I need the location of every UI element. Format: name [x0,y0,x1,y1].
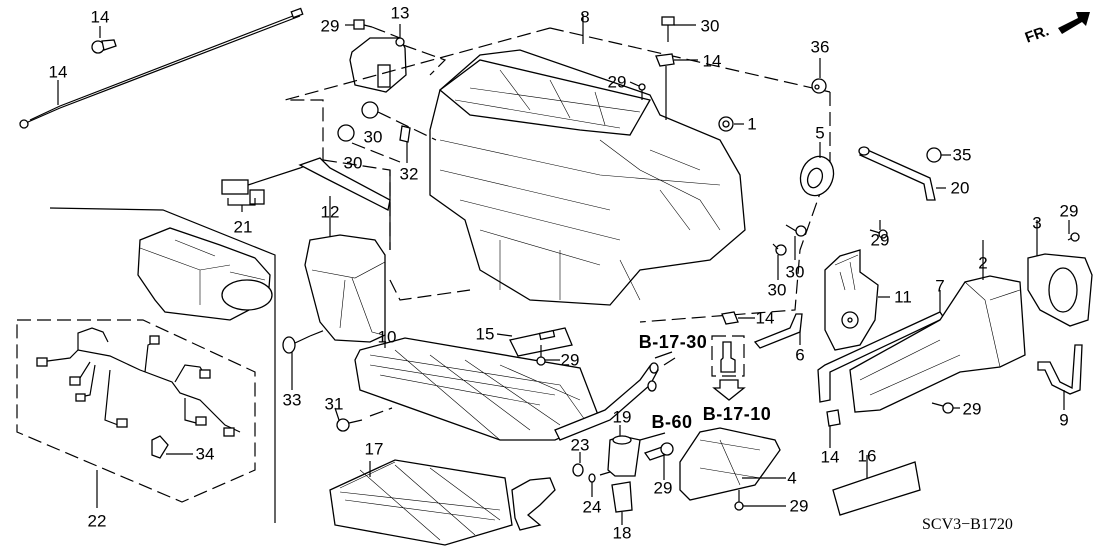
seal-part-5 [799,142,835,197]
callout-29-duct: 29 [962,399,982,419]
callout-23: 21 [233,217,253,237]
callout-26: 24 [582,497,602,517]
rail-part-7 [817,290,945,403]
clip-part-14-top [655,53,698,120]
grommet-part-1 [718,116,744,132]
reference-b-17-30[interactable]: B-17-30 [638,332,708,352]
callout-29-plate: 29 [560,350,580,370]
callout-16: 14 [90,7,110,27]
callout-29-actuator: 29 [870,230,890,250]
callout-27: 29 [320,16,340,36]
callout-30-c: 30 [785,262,805,282]
grommet-part-16 [91,26,117,54]
callout-11: 11 [894,287,912,307]
heater-housing-part-8 [429,49,746,306]
callout-9: 9 [1059,410,1069,430]
callout-19: 17 [364,439,384,459]
callout-29-housing: 29 [607,72,627,92]
clip-part-30-right [772,224,807,280]
diagram-code: SCV3−B1720 [922,516,1013,533]
callout-2: 2 [978,253,988,273]
harness-box-part-24 [16,319,256,508]
bracket-part-9 [1037,344,1083,410]
callout-1: 1 [747,114,757,134]
callout-34: 34 [195,444,215,464]
callout-24: 22 [87,511,107,531]
callout-7: 7 [935,276,945,296]
screw-part-29-housing [629,81,646,100]
duct-part-12 [304,196,386,343]
reference-b-60[interactable]: B-60 [651,412,693,432]
callout-29-bottom: 29 [789,496,809,516]
screw-part-29-duct [931,402,960,414]
clip-part-30-left [337,101,437,163]
callout-22: 20 [950,178,970,198]
callout-28: 29 [653,478,673,498]
bracket-part-6 [753,313,803,349]
screw-part-29-actuator [869,220,888,239]
callout-36: 36 [810,37,830,57]
clamp-part-35 [926,147,951,163]
cover-part-3 [1027,220,1093,327]
cable-part-15 [19,7,304,129]
callout-25: 23 [570,435,590,455]
plate-part-17 [496,327,573,357]
callout-6: 6 [795,345,805,365]
callout-20: 18 [612,523,632,543]
callout-12: 12 [320,202,340,222]
bolt-part-31-lower [334,407,393,432]
blower-part-unlabeled [137,227,273,321]
front-arrow-icon [1058,12,1090,34]
callout-18: 16 [857,446,877,466]
callout-35: 35 [952,145,972,165]
callout-15: 14 [48,62,68,82]
grommet-part-36 [811,58,827,94]
evaporator-part-19 [329,459,556,546]
oring-part-26 [588,473,596,497]
callout-14-mid: 14 [755,308,775,328]
callout-3: 3 [1032,213,1042,233]
callout-31-top: 30 [700,16,720,36]
bracket-part-4 [679,427,786,501]
callout-29-cover: 29 [1059,201,1079,221]
callout-21: 19 [612,407,632,427]
callout-30-b: 30 [343,153,363,173]
reference-b-17-10[interactable]: B-17-10 [702,404,772,424]
actuator-part-11 [824,249,890,351]
screw-part-27 [345,19,401,39]
callout-30-a: 30 [363,127,383,147]
pad-part-18 [832,455,921,516]
callout-17: 15 [475,324,495,344]
clip-part-20 [611,481,633,525]
oring-part-25 [572,452,584,477]
callout-5: 5 [815,123,825,143]
callout-14-low: 14 [820,447,840,467]
callout-13: 13 [390,3,410,23]
callout-4: 4 [787,468,797,488]
bolt-reference-box [654,335,746,401]
clip-part-14-low [826,409,841,448]
section-divider [49,170,391,523]
expansion-valve-part-21 [599,425,666,477]
clip-part-32 [399,125,411,163]
duct-part-2 [849,240,1026,413]
bolt-part-28 [643,442,674,480]
callout-33: 33 [282,390,302,410]
callout-8: 8 [580,7,590,27]
callout-31-lower: 31 [324,394,344,414]
screw-part-29-cover [1067,220,1080,242]
callout-10: 10 [377,327,397,347]
callout-14-top: 14 [702,51,722,71]
bolt-part-31 [661,16,696,42]
callout-32: 32 [399,164,419,184]
actuator-part-13 [349,24,407,93]
drain-hose-part-22 [858,146,946,201]
clip-part-14-mid [721,311,755,325]
callout-30-d: 30 [767,280,787,300]
screw-part-29-plate [536,345,560,366]
screw-part-29-bottom [734,490,786,511]
screw-part-33 [282,329,326,390]
